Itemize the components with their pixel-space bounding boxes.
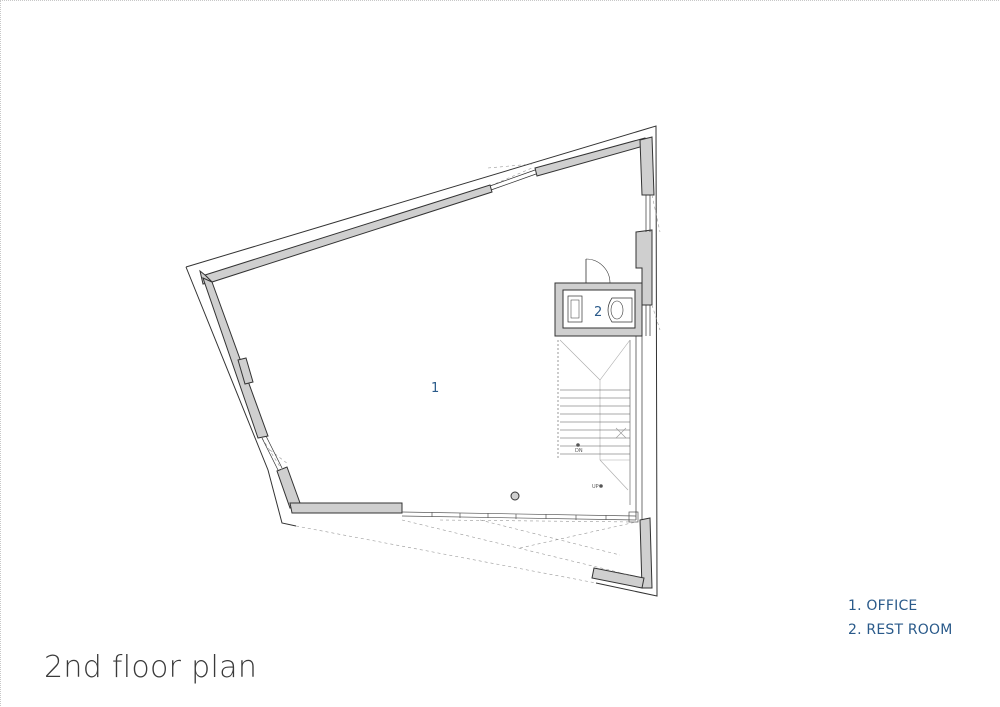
walls: [199, 136, 655, 589]
column-marker: [510, 491, 520, 501]
legend-item-office: 1. OFFICE: [848, 598, 918, 614]
stair-down-label: DN: [575, 448, 583, 454]
legend-item-rest-room: 2. REST ROOM: [848, 622, 953, 638]
rest-room: [554, 258, 643, 337]
south-glazing: [401, 511, 639, 523]
room-number-rest-room: 2: [594, 305, 602, 320]
window-frames: [261, 169, 651, 520]
outer-outline: [185, 125, 658, 597]
plan-title: 2nd floor plan: [44, 650, 258, 685]
overhang-dashes: [261, 163, 661, 584]
room-number-office: 1: [431, 381, 439, 396]
stair-up-label: UP: [592, 484, 599, 490]
outer-outline-left: [185, 266, 297, 527]
legend: 1. OFFICE 2. REST ROOM: [848, 594, 953, 642]
stair: [557, 339, 631, 505]
